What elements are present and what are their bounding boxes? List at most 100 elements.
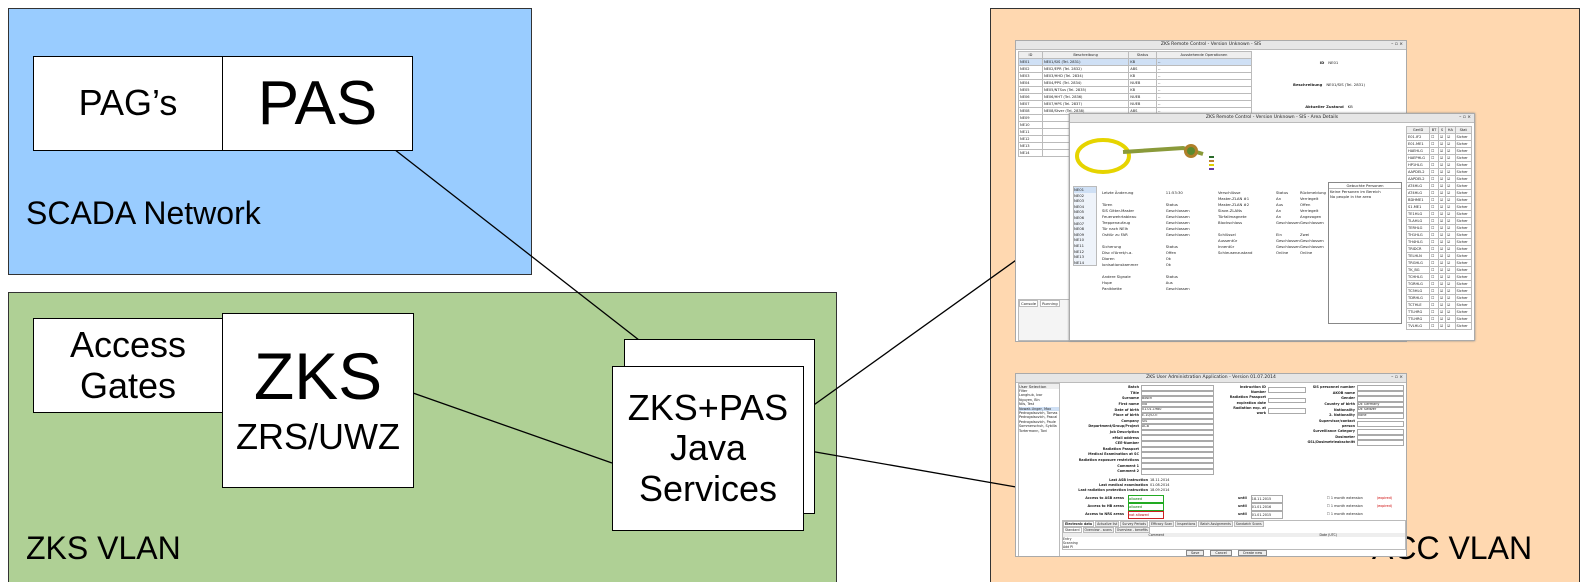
area-id-item[interactable]: NE14: [1074, 259, 1085, 265]
user-list-item[interactable]: Nowak-Unger, Max: [1019, 406, 1059, 412]
field-input[interactable]: [1268, 408, 1306, 414]
table-row[interactable]: TK_BG☐☑☑Sicher: [1405, 266, 1473, 274]
area-id-item[interactable]: NE10: [1074, 237, 1085, 243]
table-row[interactable]: TGRHLG☐☑☑Sicher: [1405, 280, 1473, 288]
access-select[interactable]: not allowed: [1128, 511, 1164, 519]
area-id-item[interactable]: NE09: [1074, 231, 1085, 237]
field-input[interactable]: [1357, 390, 1404, 397]
field-input[interactable]: E-10/COT: [1141, 412, 1214, 419]
admin-button[interactable]: Cancel: [1210, 550, 1232, 556]
user-list-item[interactable]: Langhub, Ivar: [1019, 393, 1043, 398]
user-list-item[interactable]: Pedrogalsovich, Pascal: [1019, 415, 1058, 420]
extension-checkbox[interactable]: ☐ 1 month extension: [1326, 504, 1363, 508]
user-list-item[interactable]: Pedrogalsovich, Paule: [1019, 419, 1056, 424]
table-row[interactable]: AT4HLG☐☑☑Sicher: [1405, 182, 1473, 190]
field-input[interactable]: [1268, 387, 1306, 393]
user-list-item[interactable]: Tortermann, Toni: [1019, 428, 1048, 433]
admin-button[interactable]: Save: [1186, 550, 1205, 556]
area-id-item[interactable]: NE13: [1074, 254, 1085, 260]
field-input[interactable]: [1357, 428, 1404, 435]
extension-checkbox[interactable]: ☐ 1 month extension: [1326, 512, 1363, 516]
area-id-item[interactable]: NE06: [1074, 214, 1085, 220]
table-row[interactable]: TH1HLG☐☑☑Sicher: [1405, 231, 1473, 239]
field-input[interactable]: [1141, 429, 1214, 436]
table-row[interactable]: Entry: [1063, 537, 1072, 541]
area-id-item[interactable]: NE12: [1074, 248, 1085, 254]
subtab[interactable]: Overview - scans: [1082, 527, 1114, 533]
table-row[interactable]: TTLHRG☐☑☑Sicher: [1405, 315, 1473, 323]
user-list-item[interactable]: Filter: [1019, 389, 1028, 393]
table-row[interactable]: HAEPHLG☐☑☑Sicher: [1405, 154, 1473, 162]
table-row[interactable]: Add PI: [1063, 545, 1074, 549]
user-list-item[interactable]: Pedrogalsovich, Tomas: [1019, 411, 1058, 416]
table-row[interactable]: TLAHLG☐☑☑Sicher: [1405, 217, 1473, 225]
table-row[interactable]: S1.ME1☐☑☑Sicher: [1405, 203, 1473, 211]
table-row[interactable]: TCTHLE☐☑☑Sicher: [1405, 301, 1473, 309]
area-id-item[interactable]: NE08: [1074, 226, 1085, 232]
table-row[interactable]: TH4HLG☐☑☑Sicher: [1405, 238, 1473, 246]
area-id-item[interactable]: NE04: [1074, 203, 1085, 209]
field-input[interactable]: ACB: [1141, 424, 1214, 430]
tab[interactable]: Survey Periods: [1120, 521, 1148, 527]
until-date[interactable]: 01.01.2016: [1250, 503, 1283, 511]
extension-checkbox[interactable]: ☐ 1 month extension: [1326, 496, 1363, 500]
area-id-item[interactable]: NE05: [1074, 209, 1085, 215]
tab[interactable]: Efficacy Scan: [1148, 521, 1175, 527]
field-input[interactable]: [1141, 452, 1214, 458]
field-input[interactable]: [1357, 420, 1404, 427]
field-input[interactable]: [1141, 385, 1214, 391]
admin-button[interactable]: Create new: [1237, 550, 1268, 556]
table-row[interactable]: Scanning: [1063, 541, 1078, 545]
table-row[interactable]: E01.ME1☐☑☑Sicher: [1405, 140, 1473, 148]
tab[interactable]: Batch Assignments: [1198, 521, 1233, 527]
table-row[interactable]: TC5HLG☐☑☑Sicher: [1405, 287, 1473, 295]
field-input[interactable]: [1357, 385, 1404, 391]
access-select[interactable]: allowed: [1128, 503, 1164, 511]
field-input[interactable]: Bosch: [1141, 396, 1214, 402]
console-tab[interactable]: Console: [1019, 300, 1039, 307]
table-row[interactable]: TCHHLG☐☑☑Sicher: [1405, 273, 1473, 281]
table-row[interactable]: BDHME1☐☑☑Sicher: [1405, 196, 1473, 204]
table-row[interactable]: TE1HLG☐☑☑Sicher: [1405, 210, 1473, 218]
table-row[interactable]: TVLHLG☐☑☑Sicher: [1405, 322, 1473, 330]
area-id-item[interactable]: NE03: [1074, 198, 1085, 204]
subtab[interactable]: Overview - benefits: [1114, 527, 1150, 533]
field-input[interactable]: 01.01.1980: [1141, 407, 1214, 413]
field-input[interactable]: DE Germany: [1357, 401, 1404, 408]
table-row[interactable]: TTLHRG☐☑☑Sicher: [1405, 308, 1473, 316]
user-list-item[interactable]: Sommerschuh, Sybilla: [1019, 424, 1057, 429]
area-id-item[interactable]: NE02: [1074, 192, 1085, 198]
area-id-item[interactable]: NE07: [1074, 220, 1085, 226]
field-input[interactable]: [1141, 457, 1214, 464]
field-input[interactable]: [1141, 463, 1214, 469]
table-row[interactable]: TDRHLG☐☑☑Sicher: [1405, 294, 1473, 302]
field-input[interactable]: [1357, 440, 1404, 446]
tab[interactable]: Inspections: [1175, 521, 1198, 527]
field-input[interactable]: Ivo: [1141, 401, 1214, 408]
tab[interactable]: Sandwich Scans: [1233, 521, 1264, 527]
table-row[interactable]: AAPDEL2☐☑☑Sicher: [1405, 168, 1473, 176]
field-input[interactable]: [1357, 434, 1404, 441]
table-row[interactable]: E01.IF2☐☑☑Sicher: [1405, 133, 1473, 141]
field-input[interactable]: [1141, 390, 1214, 397]
field-input[interactable]: SIS: [1141, 418, 1214, 425]
area-id-item[interactable]: NE01: [1074, 187, 1096, 193]
area-id-item[interactable]: NE11: [1074, 242, 1085, 248]
user-list-item[interactable]: Nils, Test: [1019, 402, 1035, 407]
until-date[interactable]: 18.11.2015: [1250, 495, 1283, 503]
field-input[interactable]: [1141, 435, 1214, 441]
subtab[interactable]: Standard: [1063, 527, 1082, 533]
access-select[interactable]: allowed: [1128, 495, 1164, 503]
tab[interactable]: Actualize list: [1095, 521, 1120, 527]
table-row[interactable]: TRIDCR☐☑☑Sicher: [1405, 245, 1473, 253]
field-input[interactable]: [1357, 396, 1404, 402]
field-input[interactable]: [1141, 440, 1214, 447]
field-input[interactable]: [1141, 468, 1214, 475]
field-input[interactable]: none: [1357, 412, 1404, 419]
